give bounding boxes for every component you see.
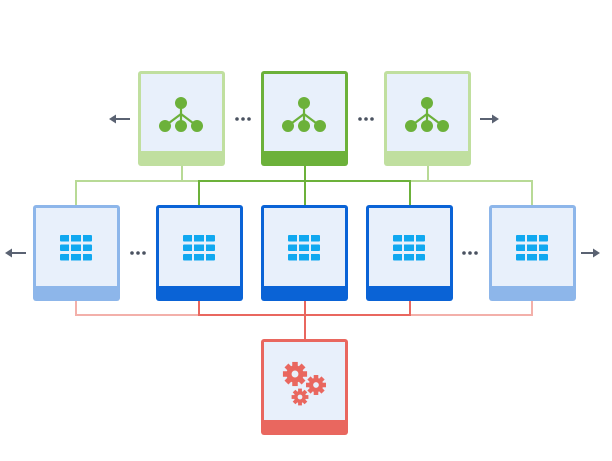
ellipsis-middle-right [462, 251, 478, 255]
dark-red-connector [198, 300, 411, 340]
node-bottom [261, 339, 348, 435]
node-middle-4 [366, 205, 453, 301]
node-top-right [384, 71, 471, 166]
hierarchy-icon [159, 97, 203, 132]
node-top-left [138, 71, 225, 166]
ellipsis-top-left [235, 117, 251, 121]
ellipses [130, 117, 478, 255]
node-middle-5 [489, 205, 576, 301]
hierarchy-icon [282, 97, 326, 132]
table-icon [182, 234, 216, 262]
table-icon [287, 234, 321, 262]
arrow-right-top [480, 114, 499, 124]
dark-green-connector [198, 163, 411, 206]
hierarchy-icon [405, 97, 449, 132]
ellipsis-middle-left [130, 251, 146, 255]
arrow-left-top [109, 114, 130, 124]
node-middle-1 [33, 205, 120, 301]
arrow-left-middle [5, 248, 26, 258]
ellipsis-top-right [358, 117, 374, 121]
table-icon [59, 234, 93, 262]
node-middle-3 [261, 205, 348, 301]
node-top-center [261, 71, 348, 166]
node-middle-2 [156, 205, 243, 301]
table-icon [392, 234, 426, 262]
arrows [5, 114, 600, 258]
table-icon [515, 234, 549, 262]
arrow-right-middle [581, 248, 600, 258]
